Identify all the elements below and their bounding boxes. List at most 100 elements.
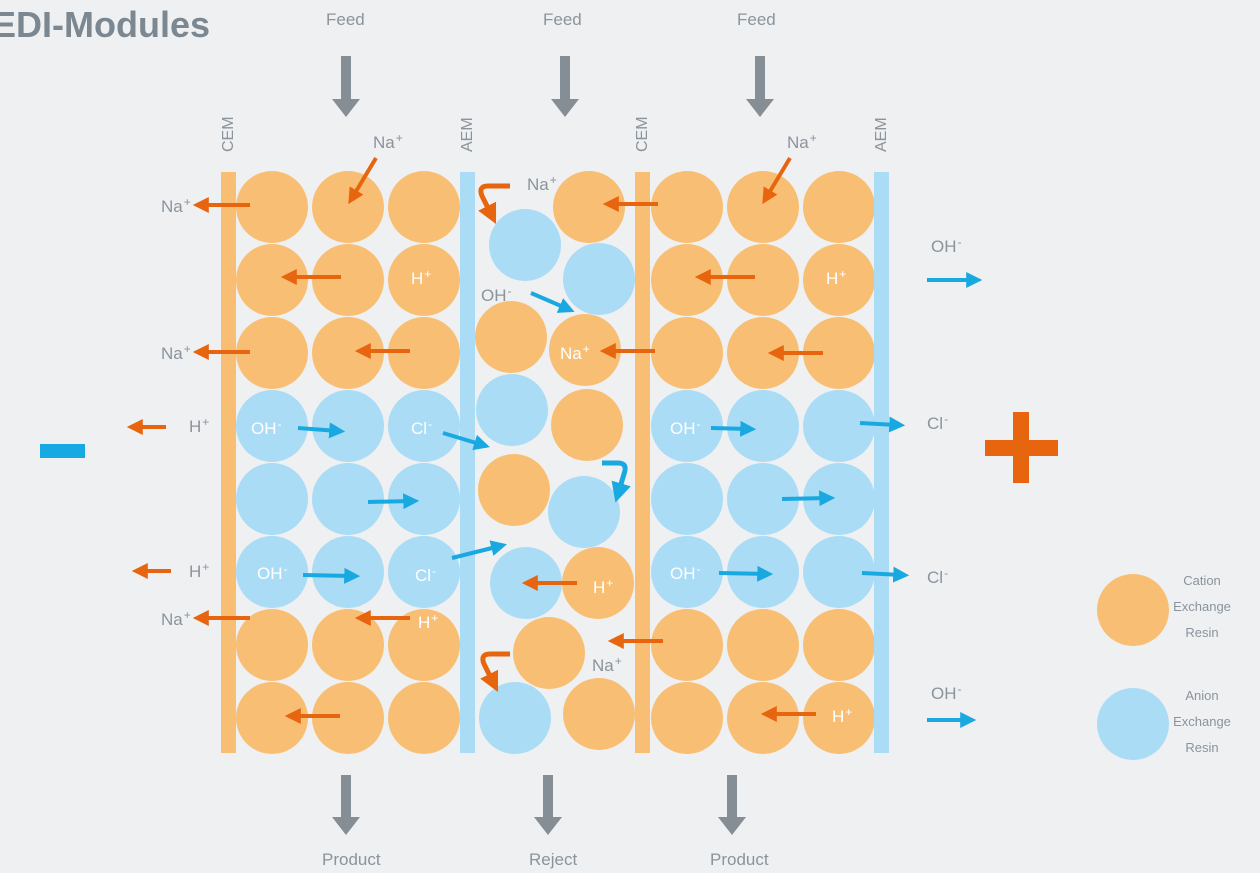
cation-uturn-arrow [478, 183, 510, 225]
hydroxide-ion-label: OH- [481, 284, 512, 305]
cation-resin-bead [803, 682, 875, 754]
cation-resin-bead [236, 682, 308, 754]
cation-resin-bead [651, 171, 723, 243]
cation-resin-bead [312, 317, 384, 389]
sodium-ion-label: Na+ [527, 173, 557, 194]
legend-cation-bead [1097, 574, 1169, 646]
cation-resin-bead [803, 171, 875, 243]
anion-arrow [367, 493, 420, 510]
anion-resin-bead [548, 476, 620, 548]
sodium-ion-label: Na+ [787, 131, 817, 152]
hydrogen-ion-label: H+ [189, 560, 210, 581]
anion-resin-bead [651, 463, 723, 535]
anion-resin-bead [312, 536, 384, 608]
legend-cation-line1: Cation [1183, 573, 1221, 588]
hydroxide-ion-label: OH- [931, 682, 962, 703]
legend-anion-line2: Exchange [1173, 714, 1231, 729]
chloride-ion-label: Cl- [927, 566, 949, 587]
anion-uturn-arrow [602, 460, 631, 503]
cation-resin-bead [651, 317, 723, 389]
feed-label-3: Feed [737, 10, 776, 29]
flow-arrows [332, 56, 774, 835]
anion-resin-bead [479, 682, 551, 754]
anion-resin-bead [236, 536, 308, 608]
cation-resin-bead [727, 609, 799, 681]
cation-resin-bead [388, 609, 460, 681]
cation-resin-bead [549, 314, 621, 386]
anion-resin-bead [651, 536, 723, 608]
resin-beads [236, 171, 1169, 760]
cation-resin-bead [388, 682, 460, 754]
minus-icon [40, 444, 85, 458]
anion-resin-bead [803, 390, 875, 462]
cation-resin-bead [236, 244, 308, 316]
cation-arrow [348, 156, 378, 205]
cation-resin-bead [236, 609, 308, 681]
anion-arrow [451, 540, 507, 560]
hydrogen-ion-label: H+ [189, 415, 210, 436]
anion-arrow [442, 431, 490, 451]
cation-resin-bead [551, 389, 623, 461]
legend-anion-bead [1097, 688, 1169, 760]
anion-resin-bead [489, 209, 561, 281]
sodium-ion-label: Na+ [373, 131, 403, 152]
anion-arrow [530, 291, 575, 313]
cation-resin-bead [513, 617, 585, 689]
flow-arrow-down [332, 775, 360, 835]
cation-resin-bead [475, 301, 547, 373]
anion-resin-bead [476, 374, 548, 446]
cem-label-1: CEM [220, 116, 237, 152]
feed-label-2: Feed [543, 10, 582, 29]
cation-resin-bead [478, 454, 550, 526]
cation-resin-bead [651, 244, 723, 316]
hydrogen-ion-label: H+ [593, 576, 614, 597]
sodium-ion-label: Na+ [592, 654, 622, 675]
anion-resin-bead [803, 463, 875, 535]
cation-resin-bead [388, 317, 460, 389]
reject-label: Reject [529, 850, 578, 869]
anion-resin-bead [236, 463, 308, 535]
anion-resin-bead [388, 536, 460, 608]
cation-uturn-arrow [480, 651, 510, 693]
cation-resin-bead [312, 244, 384, 316]
chloride-ion-label: Cl- [927, 412, 949, 433]
cation-resin-bead [388, 171, 460, 243]
product-label-2: Product [710, 850, 769, 869]
cem-label-2: CEM [634, 116, 651, 152]
aem-label-1: AEM [459, 117, 476, 152]
cation-resin-bead [553, 171, 625, 243]
cation-resin-bead [727, 244, 799, 316]
membranes [221, 172, 889, 753]
anion-arrow [859, 416, 906, 433]
cation-resin-bead [312, 609, 384, 681]
cation-resin-bead [236, 317, 308, 389]
aem-membrane [874, 172, 889, 753]
anion-arrow [781, 490, 836, 507]
cation-resin-bead [651, 609, 723, 681]
sodium-ion-label: Na+ [161, 608, 191, 629]
cation-resin-bead [727, 682, 799, 754]
anion-resin-bead [388, 390, 460, 462]
legend-anion-line3: Resin [1185, 740, 1219, 755]
aem-membrane [460, 172, 475, 753]
cation-arrow [762, 156, 792, 205]
aem-label-2: AEM [873, 117, 890, 152]
flow-arrow-down [746, 56, 774, 117]
anion-resin-bead [803, 536, 875, 608]
legend-cation-line3: Resin [1185, 625, 1219, 640]
cation-resin-bead [803, 317, 875, 389]
cation-resin-bead [727, 317, 799, 389]
cem-membrane [221, 172, 236, 753]
hydrogen-ion-label: H+ [418, 611, 439, 632]
ion-arrows [126, 156, 983, 728]
cation-resin-bead [388, 244, 460, 316]
cation-resin-bead [803, 244, 875, 316]
chloride-ion-label: Cl- [415, 564, 437, 585]
page-title: EDI-Modules [0, 4, 211, 45]
hydrogen-ion-label: H+ [826, 267, 847, 288]
anion-resin-bead [388, 463, 460, 535]
cation-resin-bead [651, 682, 723, 754]
cation-resin-bead [727, 171, 799, 243]
